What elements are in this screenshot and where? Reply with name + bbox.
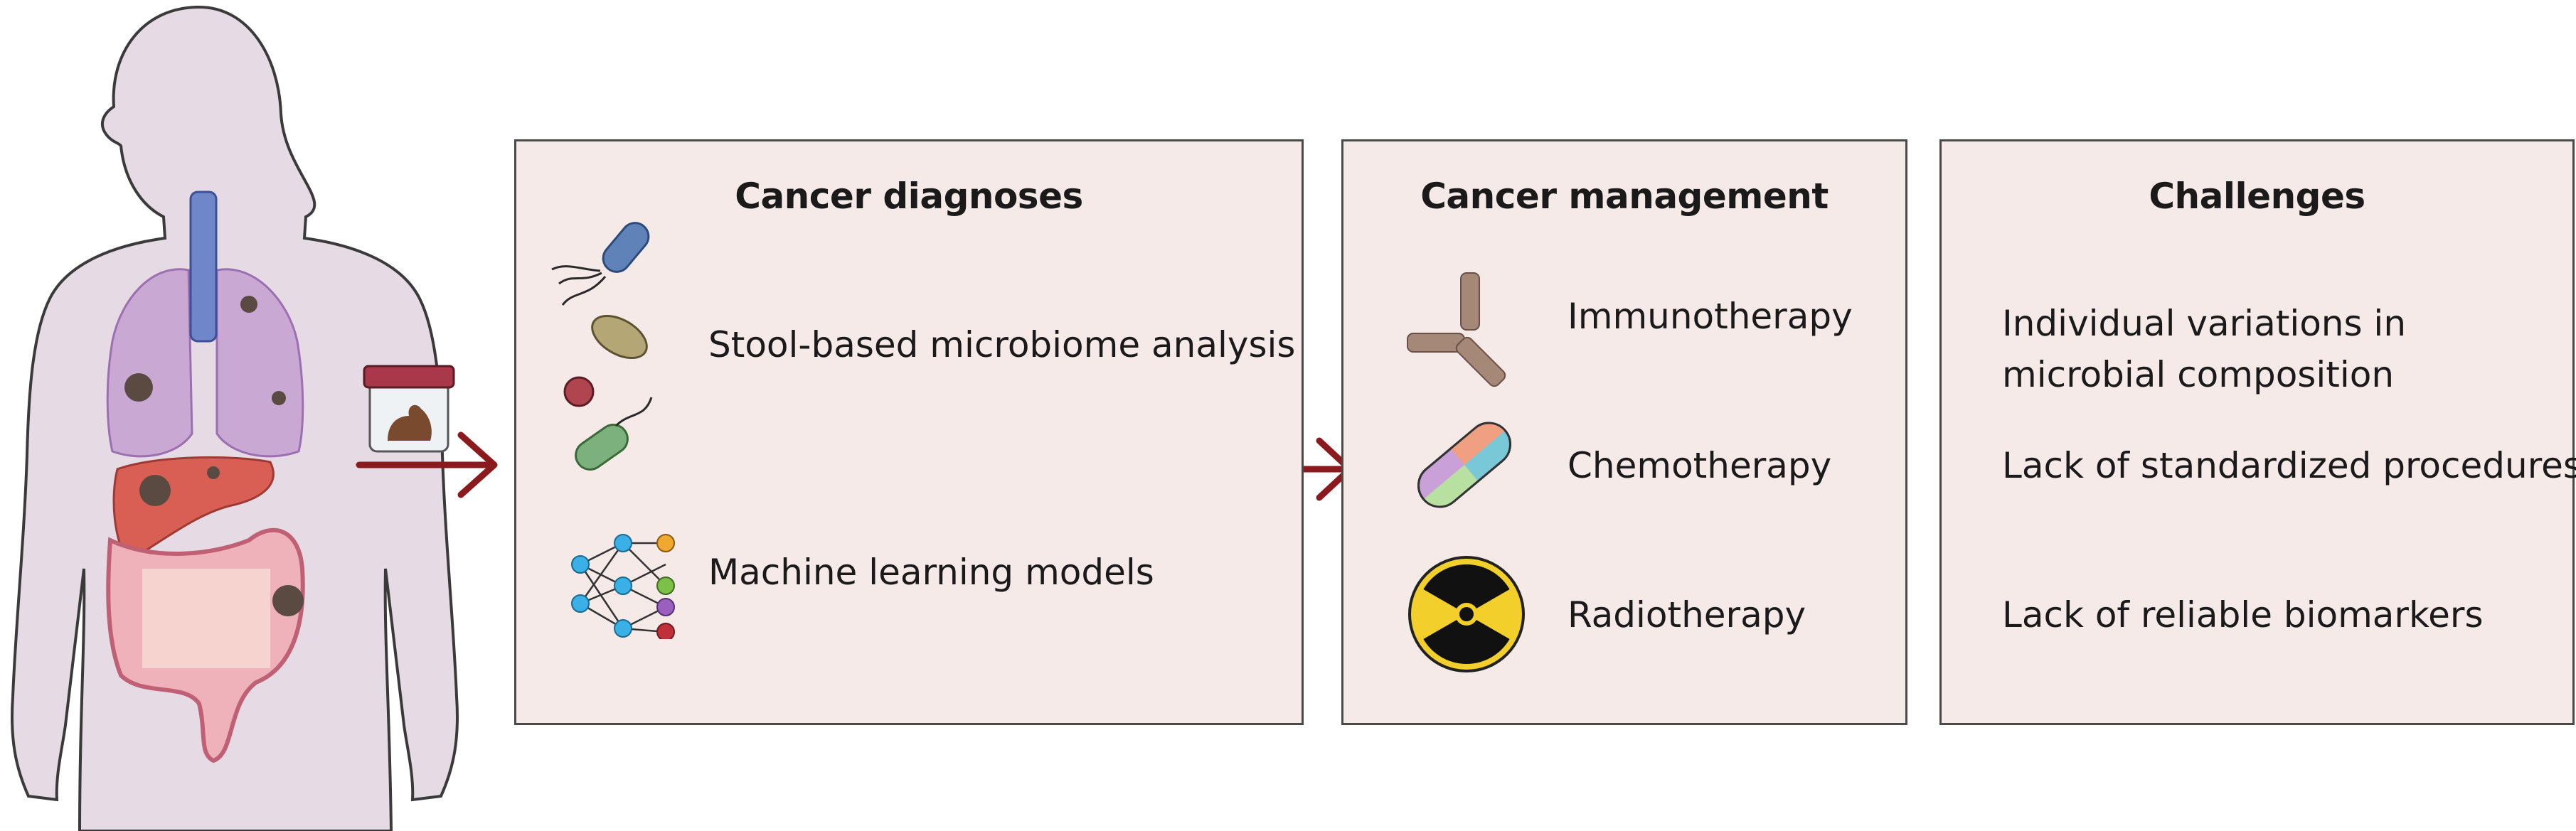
pill-capsule-icon — [1417, 422, 1511, 508]
stool-sample-jar-icon — [363, 365, 455, 453]
challenges-title: Challenges — [2149, 176, 2365, 217]
diagnoses-item-stool-analysis: Stool-based microbiome analysis — [708, 324, 1296, 365]
human-body-icon — [10, 5, 459, 831]
management-item-chemotherapy: Chemotherapy — [1568, 445, 1832, 486]
challenges-panel: Challenges Individual variations in micr… — [1939, 139, 2576, 725]
challenges-item-standardized-procedures: Lack of standardized procedures — [2002, 445, 2576, 486]
management-item-radiotherapy: Radiotherapy — [1568, 594, 1806, 636]
management-item-immunotherapy: Immunotherapy — [1568, 296, 1853, 337]
bacteria-icon — [551, 222, 653, 471]
antibody-icon — [1407, 272, 1506, 387]
diagnoses-item-ml-models: Machine learning models — [708, 552, 1154, 593]
management-panel: Cancer management Immunotherapy Chemothe… — [1341, 139, 1907, 725]
challenges-item-reliable-biomarkers: Lack of reliable biomarkers — [2002, 594, 2484, 636]
diagnoses-panel: Cancer diagnoses Stool-based microbiome … — [514, 139, 1304, 725]
diagnoses-title: Cancer diagnoses — [735, 176, 1083, 217]
challenges-item-individual-variations: Individual variations in microbial compo… — [2002, 303, 2407, 395]
arrow-to-diagnoses — [356, 431, 498, 498]
management-title: Cancer management — [1420, 176, 1829, 217]
radiation-symbol-icon — [1408, 556, 1525, 672]
neural-network-icon — [571, 534, 675, 639]
